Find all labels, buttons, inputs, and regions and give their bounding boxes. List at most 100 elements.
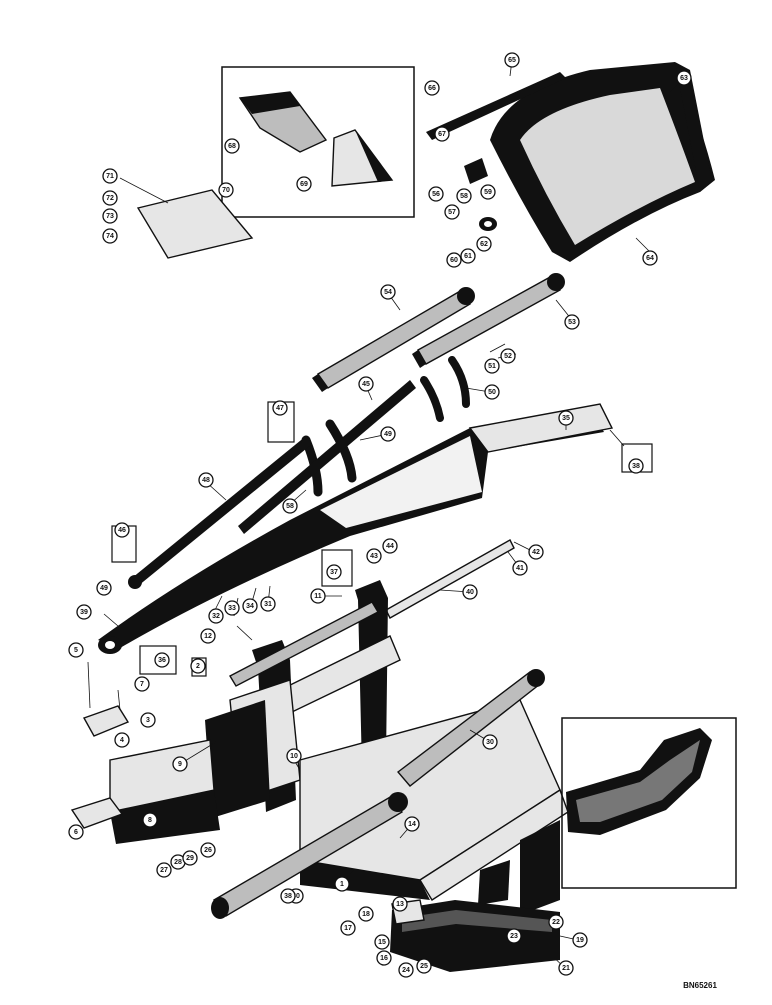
callout-circle <box>506 928 522 944</box>
callout-14: 14 <box>404 816 420 832</box>
callout-circle <box>380 284 396 300</box>
callout-44: 44 <box>382 538 398 554</box>
callout-number: 58 <box>286 503 294 510</box>
callout-circle <box>272 400 288 416</box>
callout-number: 54 <box>384 289 392 296</box>
callout-circle <box>642 250 658 266</box>
callout-number: 53 <box>568 319 576 326</box>
callout-number: 2 <box>196 663 200 670</box>
part-cutting-edge-65 <box>426 72 566 140</box>
callout-63: 63 <box>676 70 692 86</box>
callout-8: 8 <box>142 812 158 828</box>
callout-5: 5 <box>68 642 84 658</box>
callout-53: 53 <box>564 314 580 330</box>
callout-number: 39 <box>80 609 88 616</box>
callout-circle <box>382 538 398 554</box>
callout-number: 58 <box>460 193 468 200</box>
callout-circle <box>218 182 234 198</box>
callout-circle <box>340 920 356 936</box>
callout-circle <box>446 252 462 268</box>
callout-42: 42 <box>528 544 544 560</box>
callout-number: 8 <box>148 817 152 824</box>
callout-circle <box>460 248 476 264</box>
callout-number: 13 <box>396 901 404 908</box>
callout-32: 32 <box>208 608 224 624</box>
callout-circle <box>200 842 216 858</box>
callout-number: 25 <box>420 963 428 970</box>
callout-circle <box>156 862 172 878</box>
callout-number: 69 <box>300 181 308 188</box>
callout-circle <box>528 544 544 560</box>
callout-circle <box>208 608 224 624</box>
callout-57: 57 <box>444 204 460 220</box>
part-plate-70 <box>119 177 254 259</box>
callout-1: 1 <box>334 876 350 892</box>
callout-number: 66 <box>428 85 436 92</box>
callout-71: 71 <box>102 168 118 184</box>
callout-58-b: 58 <box>282 498 298 514</box>
callout-number: 36 <box>158 657 166 664</box>
callout-circle <box>114 732 130 748</box>
callout-number: 43 <box>370 553 378 560</box>
callout-circle <box>380 426 396 442</box>
callout-circle <box>114 522 130 538</box>
callout-circle <box>366 548 382 564</box>
callout-49-b: 49 <box>96 580 112 596</box>
callout-number: 49 <box>384 431 392 438</box>
callout-circle <box>102 168 118 184</box>
callout-circle <box>504 52 520 68</box>
callout-number: 27 <box>160 867 168 874</box>
callout-33: 33 <box>224 600 240 616</box>
callout-number: 12 <box>204 633 212 640</box>
callout-59: 59 <box>480 184 496 200</box>
callout-circle <box>224 600 240 616</box>
callout-circle <box>476 236 492 252</box>
callout-62: 62 <box>476 236 492 252</box>
callout-58: 58 <box>456 188 472 204</box>
callout-72: 72 <box>102 190 118 206</box>
callout-74: 74 <box>102 228 118 244</box>
callout-number: 9 <box>178 761 182 768</box>
callout-number: 44 <box>386 543 394 550</box>
callout-circle <box>296 176 312 192</box>
callout-68: 68 <box>224 138 240 154</box>
callout-27: 27 <box>156 862 172 878</box>
part-bucket <box>490 62 715 262</box>
callout-circle <box>548 914 564 930</box>
callout-number: 5 <box>74 647 78 654</box>
callout-number: 65 <box>508 57 516 64</box>
callout-number: 30 <box>486 739 494 746</box>
callout-frame-36 <box>139 645 177 675</box>
callout-number: 47 <box>276 405 284 412</box>
callout-number: 10 <box>290 753 298 760</box>
callout-16: 16 <box>376 950 392 966</box>
callout-15: 15 <box>374 934 390 950</box>
callout-circle <box>334 876 350 892</box>
callout-38-b: 38 <box>628 458 644 474</box>
callout-circle <box>280 888 296 904</box>
callout-circle <box>310 588 326 604</box>
callout-36: 36 <box>154 652 170 668</box>
callout-number: 52 <box>504 353 512 360</box>
callout-4: 4 <box>114 732 130 748</box>
callout-40: 40 <box>462 584 478 600</box>
callout-circle <box>558 410 574 426</box>
part-bolts <box>87 661 121 711</box>
callout-circle <box>456 188 472 204</box>
callout-number: 38 <box>284 893 292 900</box>
part-lift-cylinders <box>211 669 545 919</box>
callout-number: 57 <box>448 209 456 216</box>
callout-11: 11 <box>310 588 326 604</box>
callout-number: 49 <box>100 585 108 592</box>
callout-number: 72 <box>106 195 114 202</box>
callout-47: 47 <box>272 400 288 416</box>
callout-circle <box>190 658 206 674</box>
callout-circle <box>198 472 214 488</box>
callout-30: 30 <box>482 734 498 750</box>
callout-circle <box>68 824 84 840</box>
callout-circle <box>200 628 216 644</box>
callout-circle <box>444 204 460 220</box>
part-bucket-pivots <box>464 158 497 231</box>
callout-number: 29 <box>186 855 194 862</box>
callout-39: 39 <box>76 604 92 620</box>
